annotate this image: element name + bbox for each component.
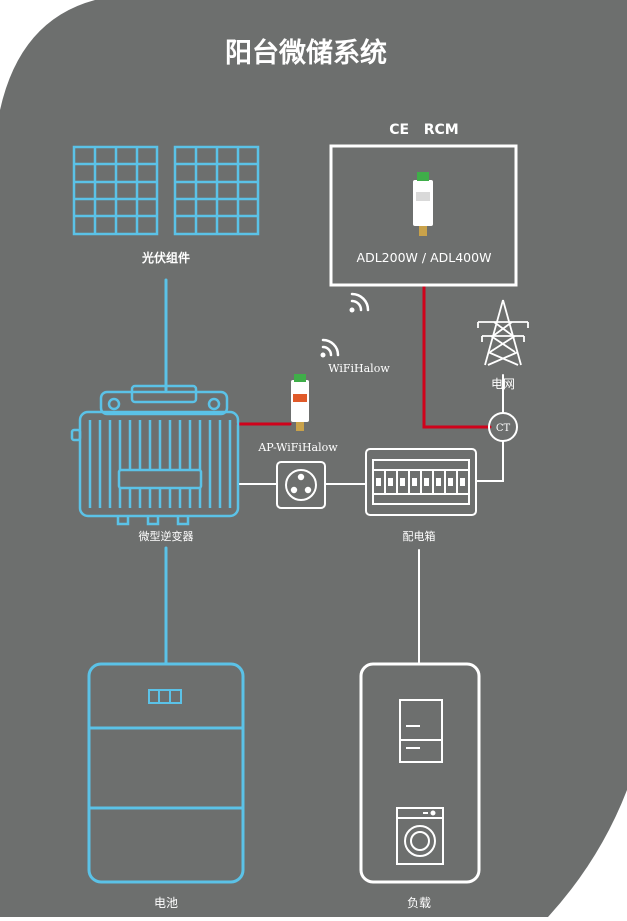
washing-machine-icon [396, 807, 444, 865]
load-label: 负载 [407, 896, 431, 910]
meter-icon [413, 172, 433, 236]
ct-to-box-line [475, 440, 504, 482]
wifi-label: WiFiHalow [328, 362, 390, 375]
meter-wifi-icon [349, 292, 370, 313]
certification-label: CE RCM [389, 122, 458, 138]
load-frame [359, 662, 481, 884]
transmission-tower-icon [477, 299, 529, 366]
wifi-icon [320, 338, 340, 358]
inverter-label: 微型逆变器 [139, 529, 194, 543]
pv-label: 光伏组件 [141, 250, 190, 265]
battery-icon [87, 662, 245, 884]
ct-label: CT [496, 423, 511, 434]
page-title: 阳台微储系统 [225, 37, 387, 69]
meter-model-label: ADL200W / ADL400W [357, 250, 492, 265]
meter-to-ct-line [422, 285, 492, 429]
meter-frame [329, 144, 518, 287]
battery-label: 电池 [154, 896, 178, 910]
solar-panel-icon [72, 145, 260, 236]
fridge-icon [399, 699, 443, 763]
distribution-box-label: 配电箱 [403, 529, 436, 543]
inverter-icon [70, 384, 240, 526]
ap-module-icon [291, 374, 309, 431]
breaker-panel-icon [365, 448, 477, 516]
ct-sensor-icon [488, 412, 518, 442]
ap-label: AP-WiFiHalow [257, 441, 338, 454]
socket-icon [276, 461, 326, 509]
grid-label: 电网 [491, 377, 515, 391]
connection-lines [164, 278, 504, 666]
